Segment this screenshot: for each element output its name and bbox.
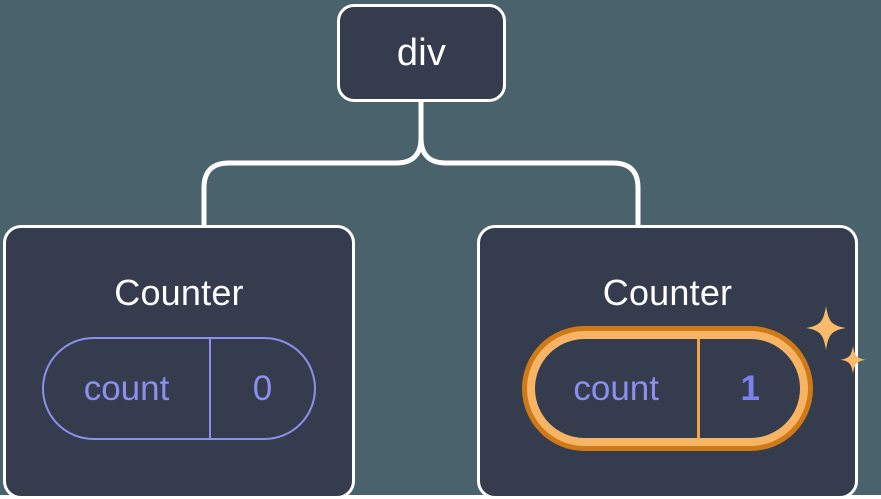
state-pill-right[interactable]: count 1 [522,306,866,451]
edge-to-right-counter [418,98,641,229]
state-pill-left[interactable]: count 0 [42,337,316,440]
state-pill-left-wrap: count 0 [42,337,316,440]
node-counter-left-label: Counter [114,272,244,313]
edge-to-left-counter [201,98,424,229]
state-key-right: count [573,369,659,408]
node-counter-left[interactable]: Counter count 0 [3,225,355,499]
node-div[interactable]: div [337,4,506,102]
state-value-right: 1 [697,339,800,438]
state-value-left: 0 [209,339,314,438]
node-counter-right[interactable]: Counter count 1 [477,225,866,499]
sparkles-group [806,306,866,374]
node-div-label: div [396,32,447,74]
state-pill-right-body: count 1 [535,339,800,438]
sparkle-large-icon [806,306,846,350]
state-key-left: count [83,369,170,408]
node-counter-right-label: Counter [602,272,733,313]
sparkle-small-icon [840,346,866,374]
state-pill-right-ring: count 1 [527,331,808,446]
